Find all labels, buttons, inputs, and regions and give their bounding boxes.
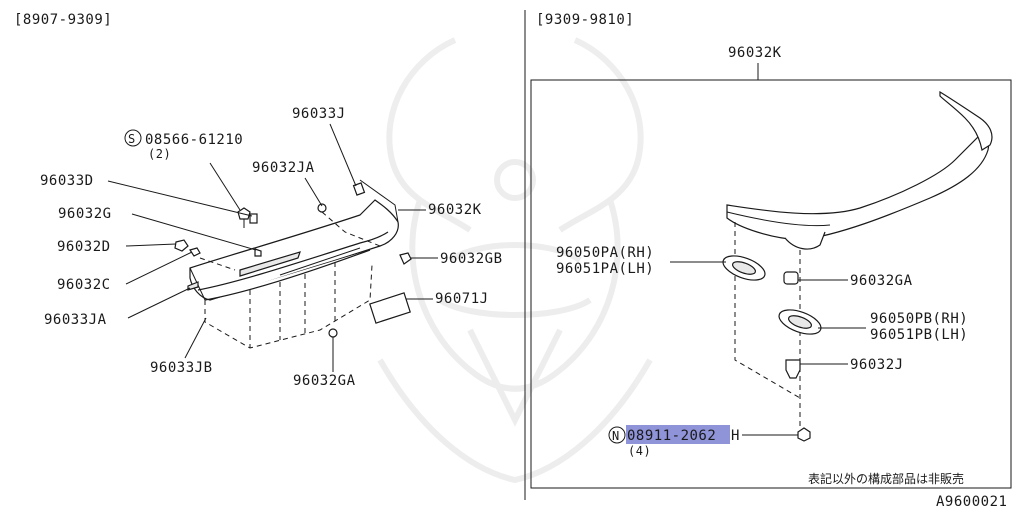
label-96050PA-rh: 96050PA(RH) bbox=[556, 245, 654, 261]
label-96033JA: 96033JA bbox=[44, 312, 107, 328]
label-96032GB: 96032GB bbox=[440, 251, 503, 267]
label-screw-qty: (2) bbox=[148, 147, 171, 161]
label-nut-suffix: H bbox=[731, 428, 740, 444]
label-96032G: 96032G bbox=[58, 206, 112, 222]
label-96032J: 96032J bbox=[850, 357, 904, 373]
right-spoiler-drawing bbox=[722, 90, 993, 442]
label-08911-2062[interactable]: 08911-2062 bbox=[627, 428, 716, 444]
diagram-code: A9600021 bbox=[936, 494, 1007, 510]
right-callouts: 96050PA(RH) 96051PA(LH) 96032GA 96050PB(… bbox=[556, 245, 968, 486]
left-date-range: [8907-9309] bbox=[14, 12, 112, 28]
left-panel: [8907-9309] bbox=[14, 12, 503, 389]
label-96033D: 96033D bbox=[40, 173, 94, 189]
left-spoiler-drawing bbox=[174, 179, 412, 349]
label-08566-61210: 08566-61210 bbox=[145, 132, 243, 148]
search-highlight bbox=[626, 425, 730, 444]
label-96033JB: 96033JB bbox=[150, 360, 213, 376]
label-96051PA-lh: 96051PA(LH) bbox=[556, 261, 654, 277]
label-96033J: 96033J bbox=[292, 106, 346, 122]
label-96032GA-left: 96032GA bbox=[293, 373, 356, 389]
label-96032D: 96032D bbox=[57, 239, 111, 255]
label-96050PB-rh: 96050PB(RH) bbox=[870, 311, 968, 327]
right-panel: [9309-9810] 96032K 96050PA bbox=[530, 12, 1012, 489]
label-96071J: 96071J bbox=[435, 291, 489, 307]
right-date-range: [9309-9810] bbox=[536, 12, 634, 28]
label-96032GA-right: 96032GA bbox=[850, 273, 913, 289]
nut-symbol: N bbox=[612, 429, 620, 443]
label-96032C: 96032C bbox=[57, 277, 111, 293]
label-96051PB-lh: 96051PB(LH) bbox=[870, 327, 968, 343]
footnote-non-sale: 表記以外の構成部品は非販売 bbox=[808, 471, 964, 486]
assembly-frame bbox=[530, 79, 1012, 489]
screw-symbol: S bbox=[128, 132, 136, 146]
label-nut-qty: (4) bbox=[628, 444, 651, 458]
label-96032JA: 96032JA bbox=[252, 160, 315, 176]
label-96032K-assembly: 96032K bbox=[728, 45, 782, 61]
label-96032K-left: 96032K bbox=[428, 202, 482, 218]
watermark-emblem bbox=[377, 37, 653, 484]
left-callouts: S 08566-61210 (2) 96033J 96032JA 96033D … bbox=[40, 106, 503, 389]
